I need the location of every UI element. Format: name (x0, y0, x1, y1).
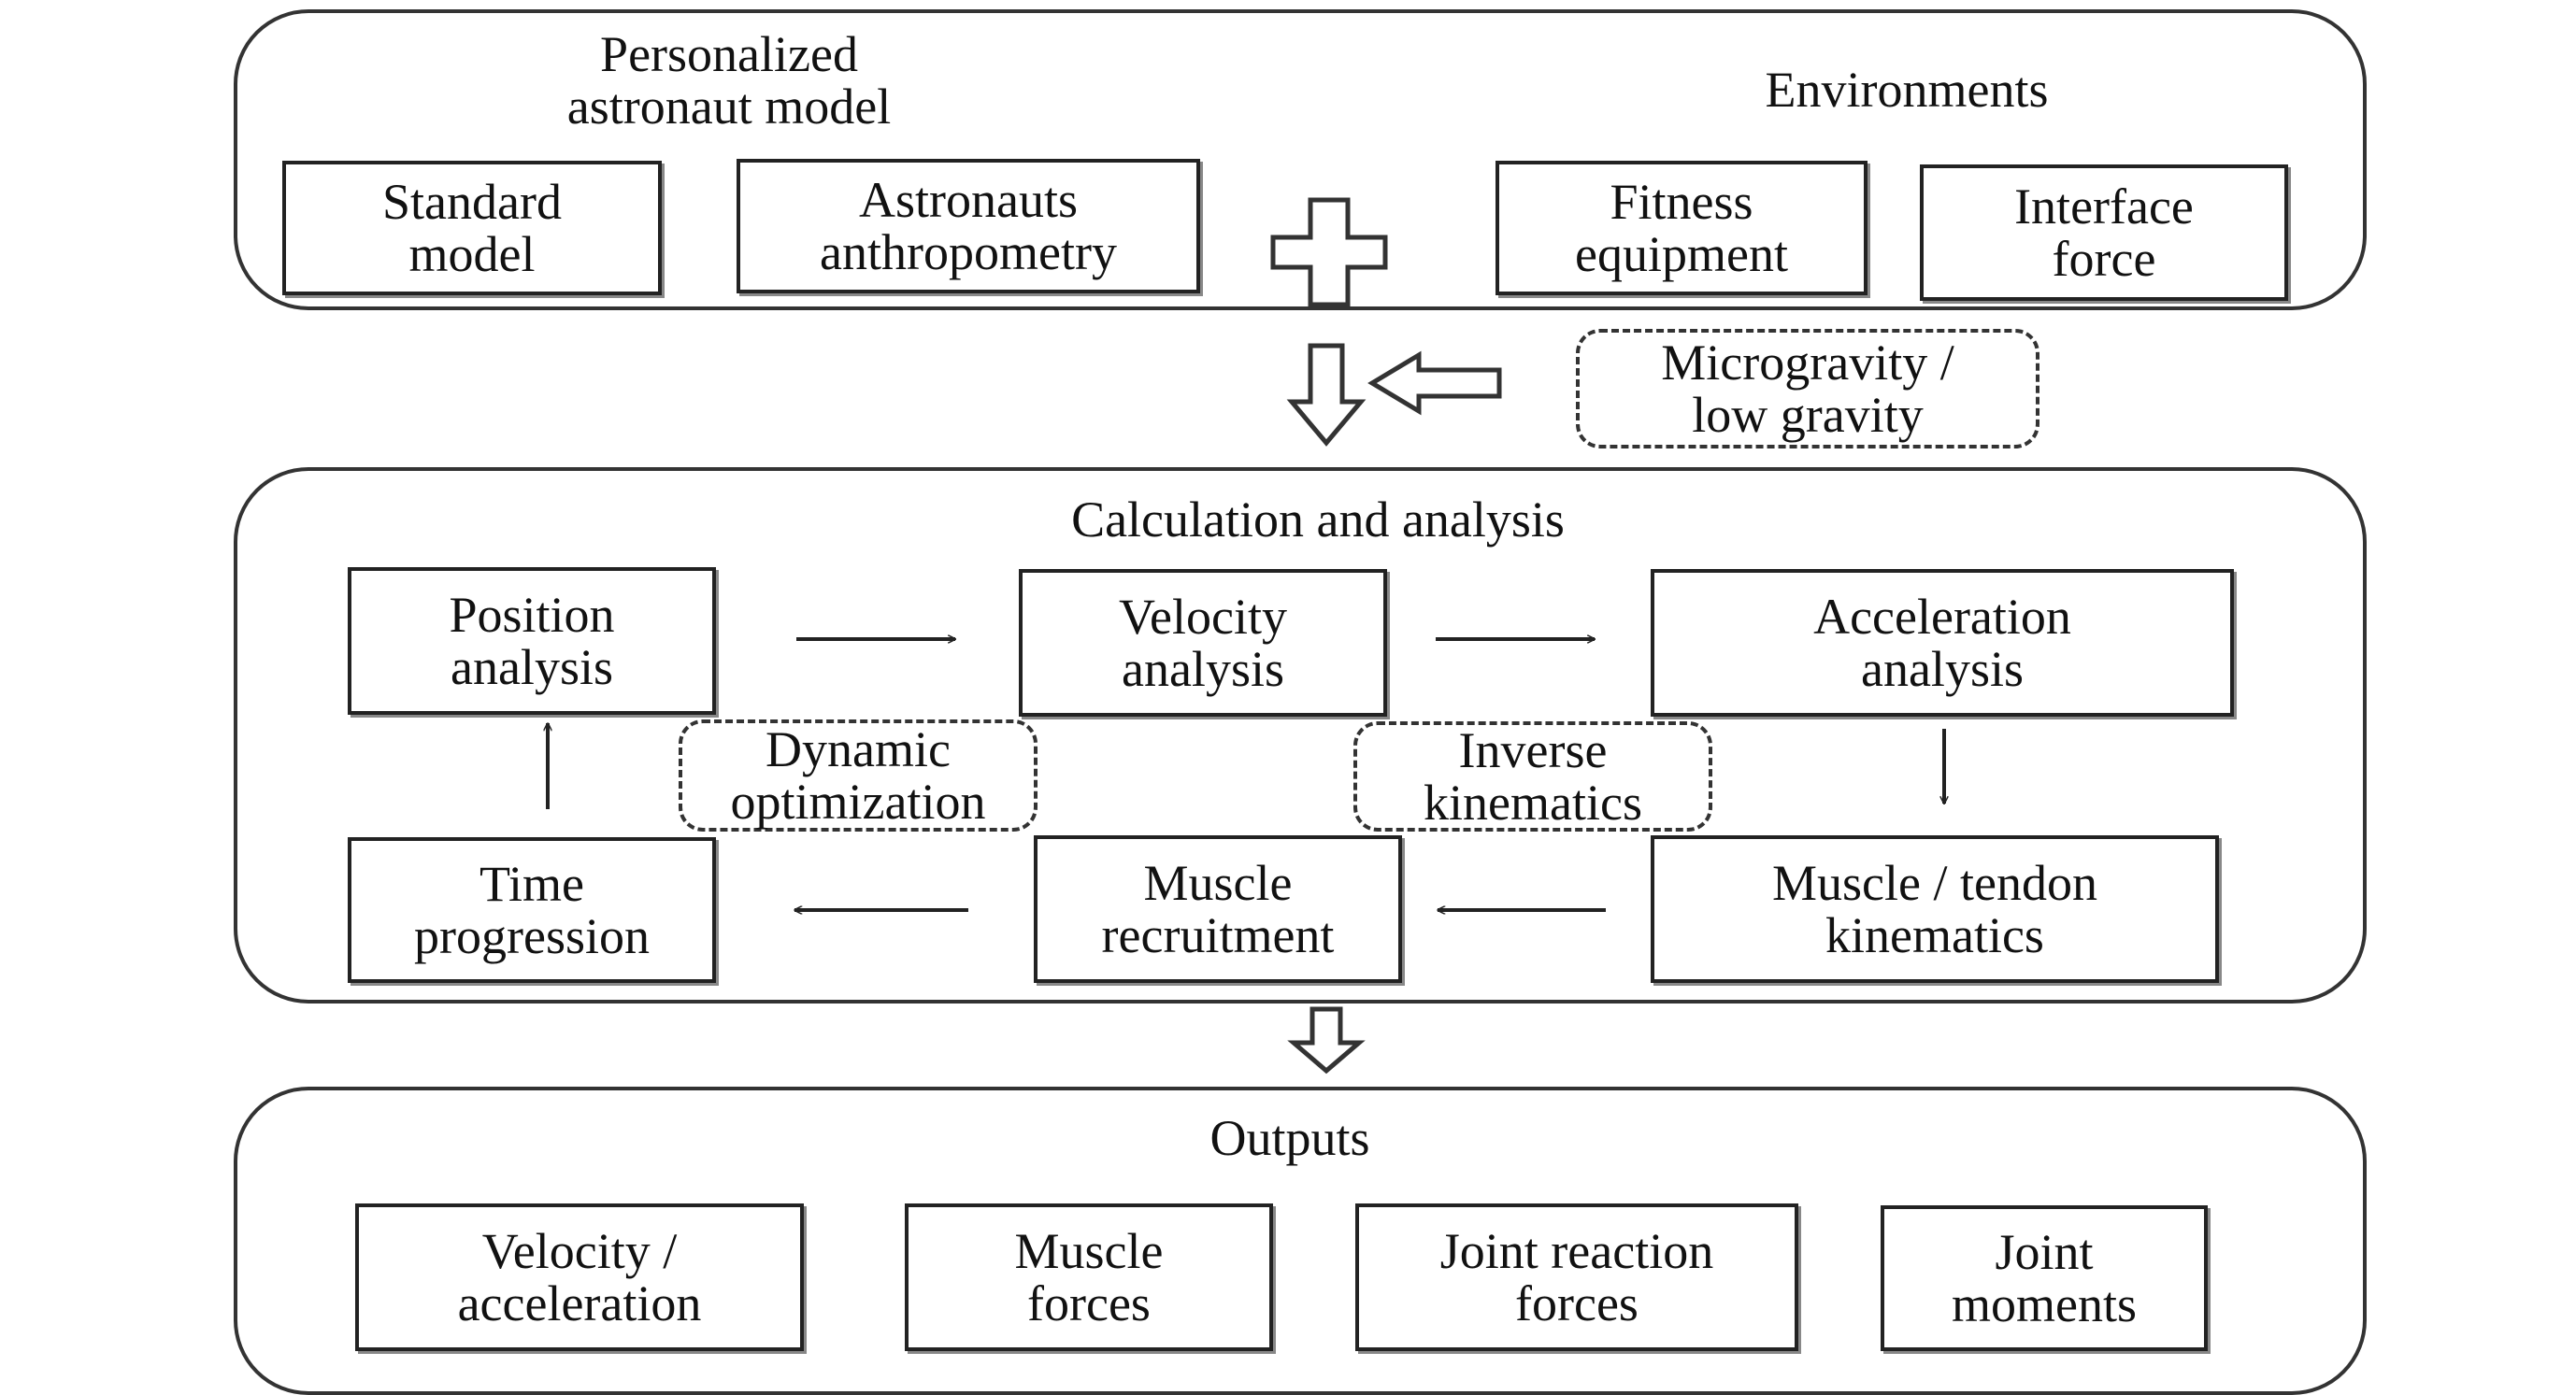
calculation-title: Calculation and analysis (1071, 491, 1565, 548)
dynamic-optimization-box: Dynamic optimization (679, 719, 1038, 832)
anthropometry-box: Astronauts anthropometry (737, 159, 1200, 293)
muscle-forces-box: Muscle forces (905, 1203, 1273, 1351)
environments-title: Environments (1765, 62, 2049, 118)
joint-moments-box: Joint moments (1881, 1205, 2208, 1351)
hollow-down-arrow-icon (1286, 343, 1367, 447)
hollow-left-arrow-icon (1367, 350, 1502, 416)
muscle-recruitment-box: Muscle recruitment (1034, 835, 1402, 983)
hollow-down-arrow-outputs-icon (1287, 1006, 1366, 1075)
inverse-kinematics-box: Inverse kinematics (1353, 721, 1712, 832)
time-progression-box: Time progression (348, 837, 716, 983)
personalized-model-title: Personalized astronaut model (566, 26, 892, 135)
outputs-title: Outputs (1209, 1110, 1370, 1166)
plus-icon (1270, 197, 1388, 307)
acceleration-analysis-box: Acceleration analysis (1651, 569, 2234, 717)
interface-force-box: Interface force (1920, 164, 2288, 301)
velocity-acceleration-box: Velocity / acceleration (355, 1203, 804, 1351)
standard-model-box: Standard model (282, 161, 662, 295)
muscle-tendon-kinematics-box: Muscle / tendon kinematics (1651, 835, 2219, 983)
microgravity-box: Microgravity / low gravity (1576, 329, 2039, 448)
fitness-equipment-box: Fitness equipment (1496, 161, 1868, 295)
position-analysis-box: Position analysis (348, 567, 716, 715)
velocity-analysis-box: Velocity analysis (1019, 569, 1387, 717)
joint-reaction-forces-box: Joint reaction forces (1355, 1203, 1798, 1351)
